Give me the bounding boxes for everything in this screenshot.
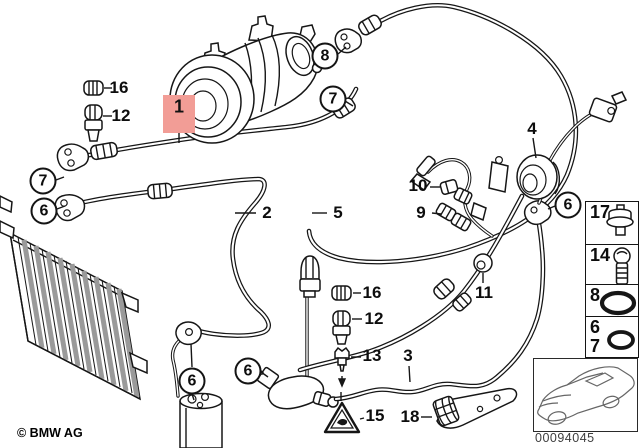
legend-row-17[interactable]: 17: [586, 202, 638, 245]
hose-2-drawing: [54, 176, 271, 398]
callout-circle-6-drier[interactable]: 6: [178, 367, 206, 395]
hose-3-drawing: [333, 181, 553, 402]
highlight-box-item-1[interactable]: 1: [163, 95, 195, 133]
callout-11[interactable]: 11: [475, 283, 493, 302]
condenser-drawing: [0, 195, 148, 401]
legend-table: 17 14 8 6 7: [585, 201, 639, 358]
legend-label-7: 7: [590, 336, 601, 356]
callout-1[interactable]: 1: [173, 96, 185, 117]
callout-4[interactable]: 4: [527, 119, 537, 138]
callout-circle-6-right[interactable]: 6: [554, 191, 582, 219]
receiver-drier-drawing: [179, 392, 223, 448]
legend-label-14: 14: [590, 245, 611, 265]
valve-core-13: [334, 346, 350, 388]
pressure-pipe-4-drawing: [516, 91, 628, 200]
bmw-copyright: © BMW AG: [17, 426, 83, 440]
callout-circle-7-left[interactable]: 7: [29, 167, 57, 195]
callout-12-top[interactable]: 12: [111, 106, 131, 125]
cap-10: [439, 179, 459, 195]
callout-16-top[interactable]: 16: [109, 78, 129, 97]
leader-lines: [55, 46, 556, 420]
valve-12-top: [84, 104, 103, 142]
callout-18[interactable]: 18: [400, 407, 420, 426]
callout-15[interactable]: 15: [365, 406, 385, 425]
callout-10[interactable]: 10: [408, 176, 428, 195]
callout-5[interactable]: 5: [333, 203, 343, 222]
warning-triangle-15: [323, 392, 361, 434]
legend-part-icons: [599, 204, 637, 350]
callout-3[interactable]: 3: [403, 346, 413, 365]
callout-13[interactable]: 13: [362, 346, 382, 365]
legend-label-6: 6: [590, 317, 601, 337]
valve-12-mid: [332, 310, 351, 345]
valve-cap-16-top: [83, 80, 104, 96]
legend-row-14[interactable]: 14: [586, 245, 638, 285]
legend-label-8: 8: [590, 285, 601, 305]
legend-row-8[interactable]: 8: [586, 285, 638, 317]
valve-pipe-assembly-drawing: [409, 155, 509, 238]
callout-circle-8[interactable]: 8: [311, 42, 339, 70]
bracket-18-drawing: [432, 387, 518, 429]
hose-5-drawing: [306, 3, 579, 265]
unions-9: [435, 202, 472, 232]
car-inset-drawing: [537, 366, 635, 425]
legend-label-17: 17: [590, 202, 611, 222]
callout-circle-6-valve[interactable]: 6: [234, 357, 262, 385]
valve-cap-16-mid: [331, 285, 352, 301]
callout-2[interactable]: 2: [262, 203, 272, 222]
callout-circle-6-left[interactable]: 6: [30, 197, 58, 225]
grommet-11: [473, 253, 493, 273]
car-inset-box[interactable]: [533, 358, 638, 432]
callout-9[interactable]: 9: [416, 203, 426, 222]
callout-16-mid[interactable]: 16: [362, 283, 382, 302]
callout-12-mid[interactable]: 12: [364, 309, 384, 328]
callout-circle-7-top[interactable]: 7: [319, 85, 347, 113]
diagram-image-number: 00094045: [535, 431, 595, 445]
legend-row-6-7[interactable]: 6 7: [586, 317, 638, 356]
